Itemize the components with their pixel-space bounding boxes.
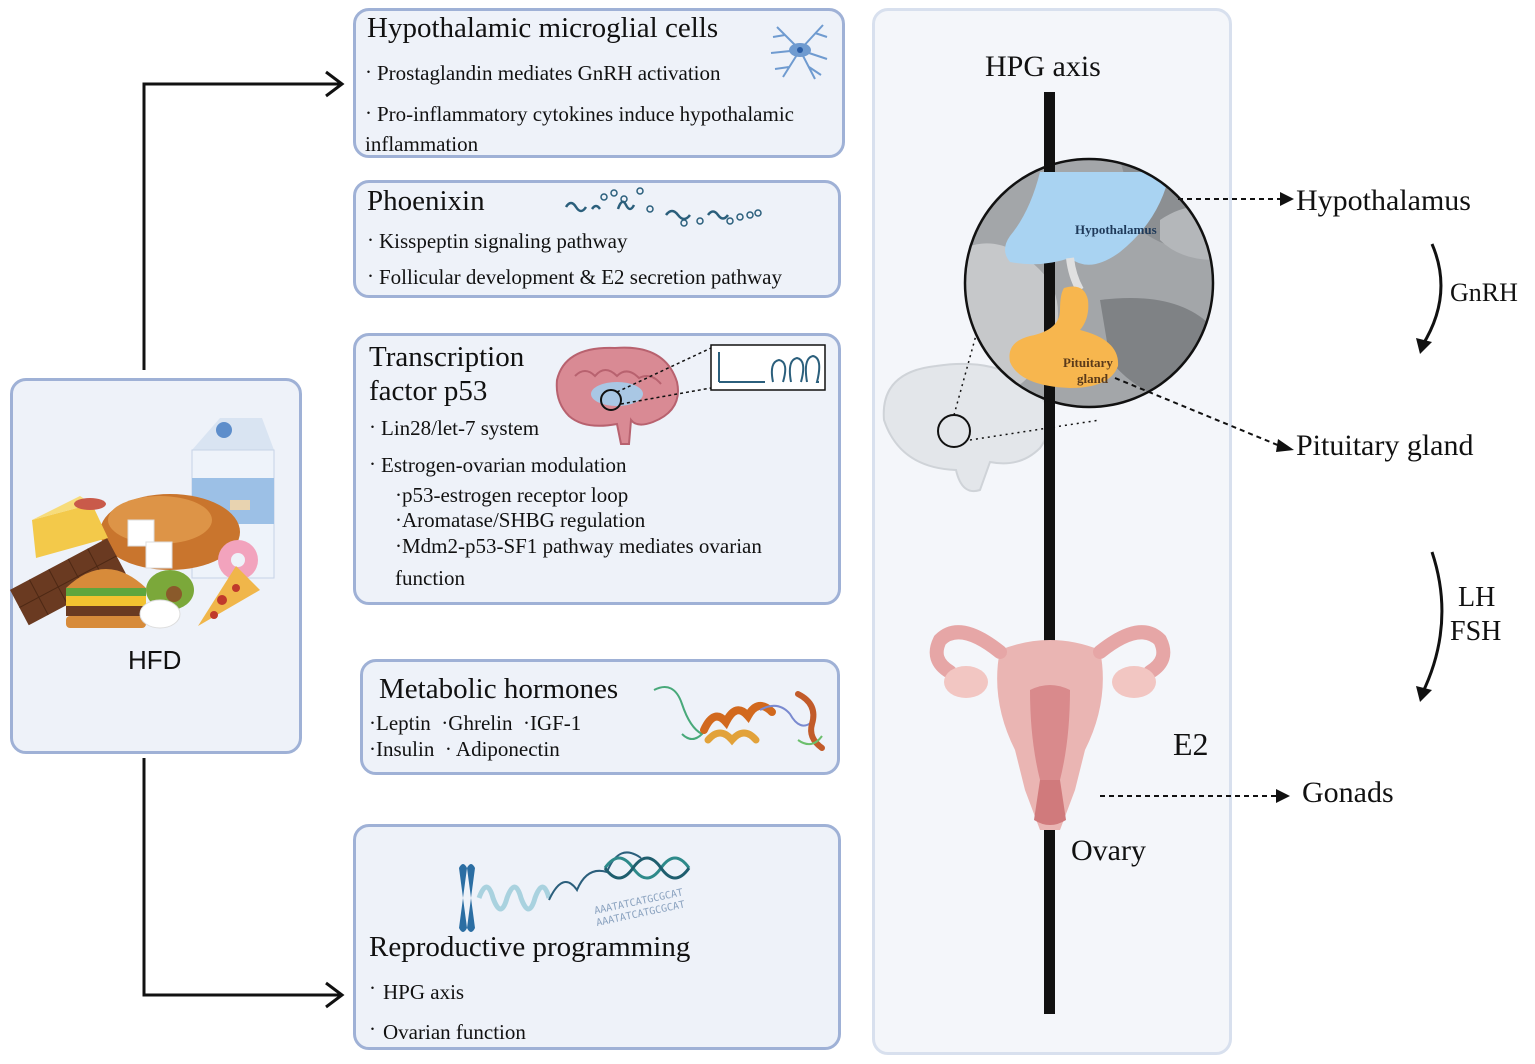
chromosome-dna-icon: AAATATCATGCGCAT AAATATCATGCGCAT xyxy=(459,851,691,932)
phoenixin-box xyxy=(353,180,841,298)
inset-pituitary-label-1: Pituitary xyxy=(1063,355,1113,370)
protein-structure-icon xyxy=(653,686,825,751)
hpg-axis-line xyxy=(1044,92,1055,1014)
brain-icon xyxy=(555,344,826,445)
reproductive-bullet-2: · xyxy=(369,1017,376,1041)
phoenixin-item-2: Follicular development & E2 secretion pa… xyxy=(379,265,782,289)
ovary-label: Ovary xyxy=(1071,834,1146,867)
inset-pituitary-label-2: gland xyxy=(1077,371,1109,386)
phoenixin-bullet-1: · xyxy=(367,228,374,252)
microglia-item-1: Prostaglandin mediates GnRH activation xyxy=(377,61,721,85)
gnrh-label: GnRH xyxy=(1450,278,1518,307)
e2-label: E2 xyxy=(1173,726,1209,762)
phoenixin-item-1: Kisspeptin signaling pathway xyxy=(379,229,628,253)
phoenixin-bullet-2: · xyxy=(367,264,374,288)
microglia-item-2: Pro-inflammatory cytokines induce hypoth… xyxy=(377,102,794,126)
food-illustration xyxy=(9,418,275,629)
metabolic-line2: ·Insulin · Adiponectin xyxy=(369,737,560,761)
p53-item-1: Lin28/let-7 system xyxy=(381,416,540,440)
p53-subitem-3: ·Mdm2-p53-SF1 pathway mediates ovarian xyxy=(395,534,762,558)
reproductive-item-1: HPG axis xyxy=(383,980,465,1004)
reproductive-title: Reproductive programming xyxy=(369,931,691,963)
hypothalamus-label: Hypothalamus xyxy=(1296,184,1471,217)
microglia-title: Hypothalamic microglial cells xyxy=(367,12,719,44)
microglia-bullet-1: · xyxy=(365,60,372,84)
p53-subitem-3-cont: function xyxy=(395,566,465,590)
hpg-title: HPG axis xyxy=(985,50,1101,83)
inset-hypothalamus-label: Hypothalamus xyxy=(1075,222,1157,237)
reproductive-item-2: Ovarian function xyxy=(383,1020,526,1044)
p53-bullet-2: · xyxy=(369,452,376,476)
reproductive-bullet-1: · xyxy=(369,976,376,1000)
metabolic-title: Metabolic hormones xyxy=(379,673,619,705)
metabolic-line1: ·Leptin ·Ghrelin ·IGF-1 xyxy=(369,711,582,735)
fsh-label: FSH xyxy=(1450,616,1502,647)
phoenixin-title: Phoenixin xyxy=(367,185,485,217)
p53-bullet-1: · xyxy=(369,415,376,439)
reproductive-box xyxy=(353,824,841,1050)
hfd-label: HFD xyxy=(128,645,182,675)
uterus-illustration xyxy=(929,625,1171,830)
peptide-icon xyxy=(564,187,762,227)
microglia-box xyxy=(353,8,845,158)
microglia-cell-icon xyxy=(770,24,828,80)
brain-zoom-circle xyxy=(600,389,622,411)
p53-title-line2: factor p53 xyxy=(369,375,488,407)
p53-subitem-2: ·Aromatase/SHBG regulation xyxy=(395,508,646,532)
hypothalamus-shape xyxy=(1005,172,1170,265)
brain-sagittal xyxy=(882,362,1051,492)
lh-label: LH xyxy=(1458,582,1496,613)
pituitary-label: Pituitary gland xyxy=(1296,429,1474,462)
p53-title-line1: Transcription xyxy=(369,341,525,373)
microglia-bullet-2: · xyxy=(365,101,372,125)
gonads-label: Gonads xyxy=(1302,776,1394,809)
metabolic-box xyxy=(360,659,840,775)
microglia-item-2-cont: inflammation xyxy=(365,132,479,156)
p53-item-2: Estrogen-ovarian modulation xyxy=(381,453,627,477)
p53-subitem-1: ·p53-estrogen receptor loop xyxy=(395,483,629,507)
pituitary-shape xyxy=(1009,286,1119,388)
